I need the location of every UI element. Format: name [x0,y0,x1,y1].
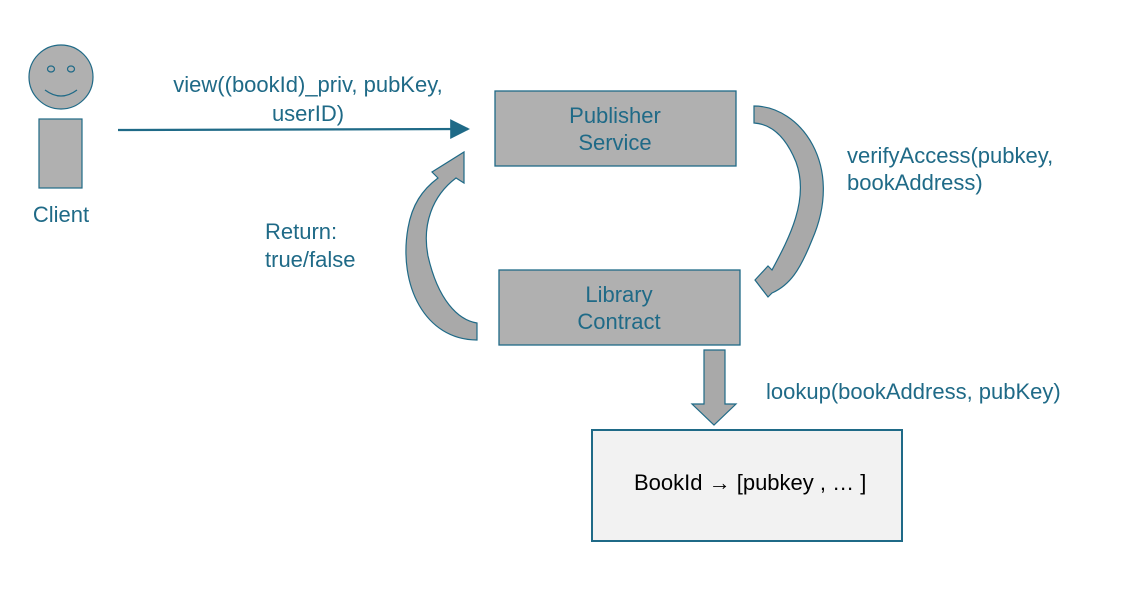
lookup-label: lookup(bookAddress, pubKey) [766,379,1061,404]
lookup-down-arrow [690,349,738,426]
left-eye [46,65,56,73]
publisher-service-box [494,90,737,167]
actor-body [38,118,83,189]
return-label-line1: Return: [265,219,337,244]
book-mapping-box [591,429,903,542]
publisher-service-label-line1: Publisher [569,103,661,128]
smiley-face-icon [28,44,94,110]
verify-access-label-line1: verifyAccess(pubkey, [847,143,1053,168]
publisher-service-label-line2: Service [578,130,651,155]
publisher-service-node: Publisher Service [494,90,737,167]
book-mapping-node: BookId → [pubkey , … ] [591,429,903,542]
view-request-label-line1: view((bookId)_priv, pubKey, [173,72,442,97]
view-request-arrow [117,119,470,139]
library-contract-box [498,269,741,346]
book-mapping-label: BookId → [pubkey , … ] [634,470,866,495]
view-request-label-line2: userID) [272,101,344,126]
client-label: Client [33,202,89,227]
client-actor: Client [28,44,94,227]
return-curved-arrow [405,150,478,341]
view-request-message: view((bookId)_priv, pubKey, userID) [117,72,470,139]
verify-access-label-line2: bookAddress) [847,170,983,195]
library-contract-label-line1: Library [585,282,652,307]
verify-access-curved-arrow [753,105,824,298]
right-eye [66,65,76,73]
library-contract-label-line2: Contract [577,309,660,334]
library-contract-node: Library Contract [498,269,741,346]
return-label-line2: true/false [265,247,356,272]
smile [44,89,78,97]
